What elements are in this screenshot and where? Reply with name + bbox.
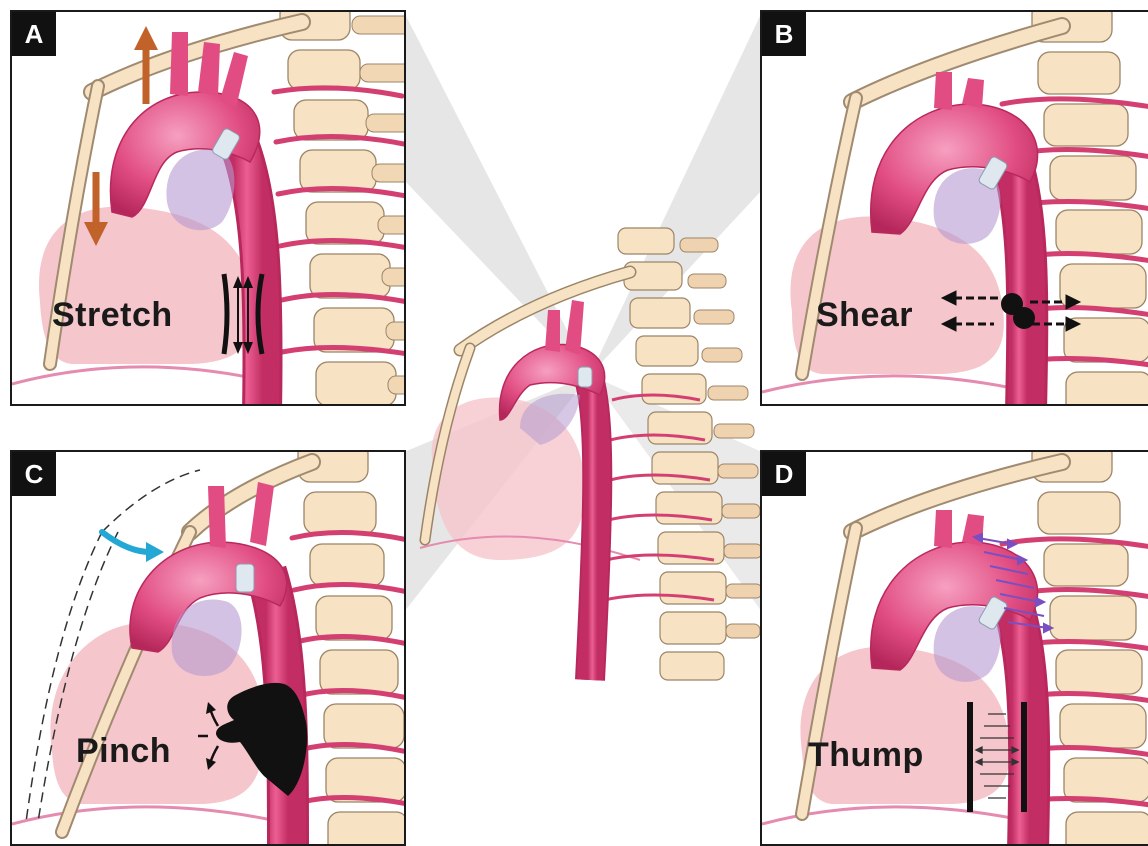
panel-a: A xyxy=(10,10,406,406)
spine xyxy=(1032,12,1148,406)
mechanism-label: Thump xyxy=(808,736,924,775)
panel-a-illustration xyxy=(12,12,406,406)
panel-a-letter: A xyxy=(12,12,56,56)
spine xyxy=(298,452,406,846)
panel-d-letter: D xyxy=(762,452,806,496)
mechanism-label: Pinch xyxy=(76,732,171,771)
panel-b-letter: B xyxy=(762,12,806,56)
panel-c: C xyxy=(10,450,406,846)
mechanism-label: Stretch xyxy=(52,296,173,335)
panel-d: D xyxy=(760,450,1148,846)
panel-b: B xyxy=(760,10,1148,406)
panel-d-illustration xyxy=(762,452,1148,846)
mechanism-label: Shear xyxy=(816,296,913,335)
panel-b-illustration xyxy=(762,12,1148,406)
panel-c-letter: C xyxy=(12,452,56,496)
panel-c-illustration xyxy=(12,452,406,846)
